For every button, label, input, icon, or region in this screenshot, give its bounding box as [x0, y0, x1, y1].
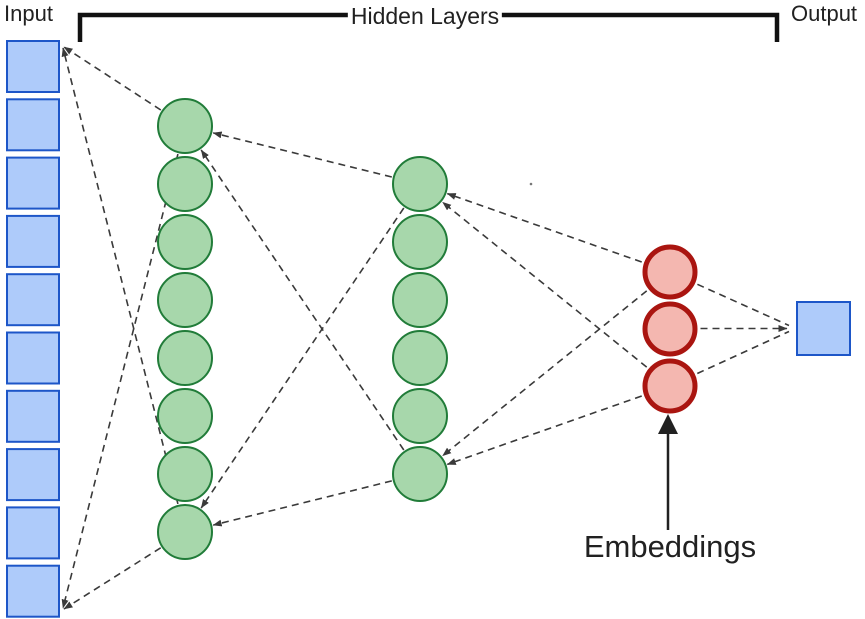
embedding-node [642, 301, 698, 357]
connection-line [446, 395, 642, 466]
connection-line [61, 47, 179, 505]
hidden2-node [392, 388, 448, 444]
hidden1-node [157, 388, 213, 444]
hidden2-node [392, 214, 448, 270]
hidden2-node [392, 446, 448, 502]
hidden1-node [157, 504, 213, 560]
connection-line [446, 192, 642, 263]
input-square [6, 40, 60, 93]
connection-line [442, 290, 648, 457]
hidden1-node [157, 214, 213, 270]
input-square [6, 98, 60, 152]
speck-dot [529, 182, 533, 186]
hidden1-node [157, 330, 213, 386]
input-square [6, 156, 60, 210]
embedding-node [642, 358, 698, 414]
connection-line [61, 153, 179, 609]
input-label: Input [4, 1, 53, 26]
input-square [6, 389, 60, 443]
input-square [6, 214, 60, 268]
connection-line [442, 201, 648, 368]
input-square [6, 273, 60, 327]
output-label: Output [791, 1, 858, 26]
connection-line [212, 480, 392, 527]
input-square [6, 564, 60, 618]
hidden1-node [157, 156, 213, 212]
connection-line [697, 283, 790, 327]
hidden2-node [392, 330, 448, 386]
output-square [796, 301, 851, 356]
connection-line [63, 547, 162, 610]
connection-line [200, 207, 405, 509]
hidden1-node [157, 98, 213, 154]
hidden-layers-label: Hidden Layers [347, 3, 503, 30]
connection-line [696, 330, 790, 375]
embeddings-label: Embeddings [583, 529, 757, 564]
connection-line [212, 131, 392, 178]
hidden1-node [157, 272, 213, 328]
embedding-node [642, 244, 698, 300]
input-square [6, 331, 60, 385]
hidden2-node [392, 272, 448, 328]
hidden1-node [157, 446, 213, 502]
connection-line [63, 46, 162, 111]
input-square [6, 448, 60, 502]
embeddings-pointer-arrowhead-icon [658, 414, 678, 434]
input-square [6, 506, 60, 560]
hidden2-node [392, 156, 448, 212]
connection-line [200, 149, 405, 451]
